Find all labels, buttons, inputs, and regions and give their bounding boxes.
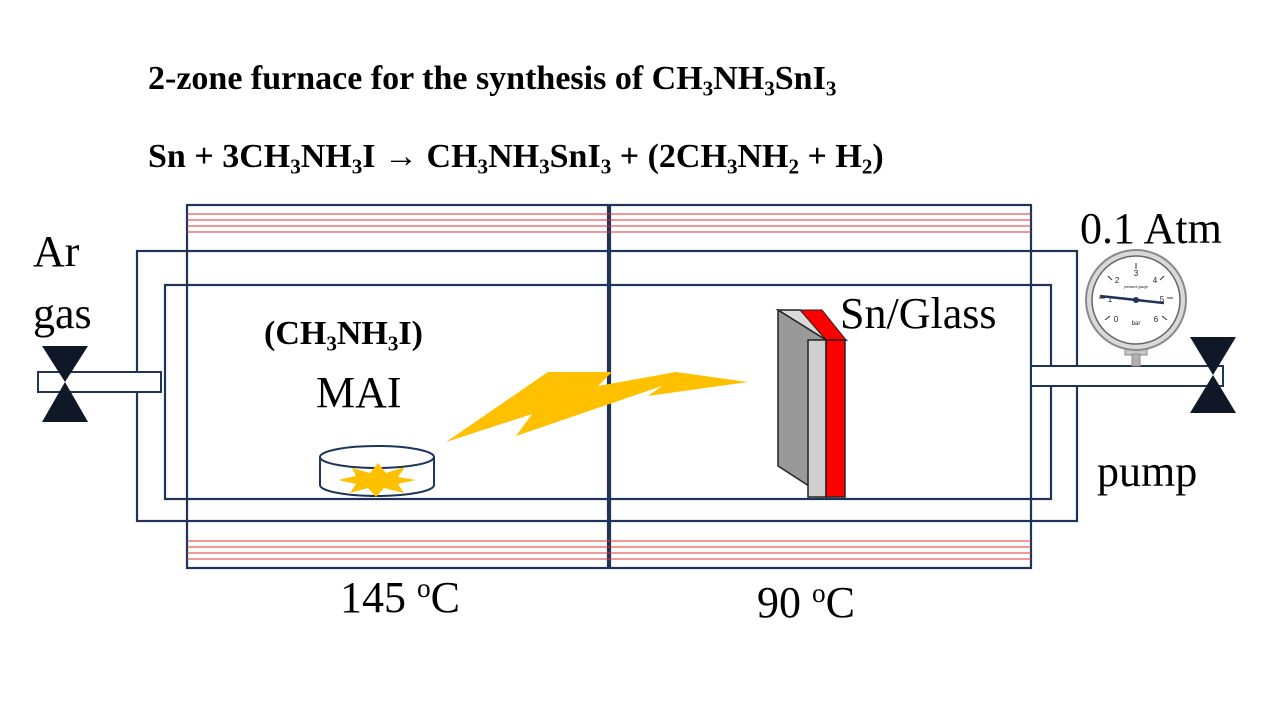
gauge-tick-2: 2 bbox=[1115, 276, 1120, 285]
gauge-brand: pressure gauge bbox=[1124, 285, 1148, 289]
inlet-valve-icon bbox=[42, 346, 88, 422]
gauge-unit: bar bbox=[1132, 321, 1141, 327]
heater-coils-bottom bbox=[187, 540, 1031, 560]
inlet-pipe bbox=[37, 371, 162, 393]
mai-crucible-icon bbox=[319, 445, 435, 497]
pump-label: pump bbox=[1097, 447, 1198, 496]
zone2-temperature: 90 oC bbox=[757, 578, 855, 627]
pressure-label: 0.1 Atm bbox=[1080, 204, 1222, 253]
ar-gas-label: Ar gas bbox=[33, 227, 92, 338]
outlet-pipe bbox=[1030, 365, 1224, 387]
gauge-tick-1: 1 bbox=[1108, 295, 1113, 304]
zone1-temperature: 145 oC bbox=[340, 573, 460, 622]
vapor-arrow-icon bbox=[446, 372, 748, 442]
mai-formula-label: (CH3NH3I) bbox=[264, 315, 423, 356]
gauge-tick-6: 6 bbox=[1154, 315, 1159, 324]
substrate-label: Sn/Glass bbox=[840, 289, 997, 338]
gauge-tick-0: 0 bbox=[1114, 315, 1119, 324]
reaction-equation: Sn + 3CH3NH3I → CH3NH3SnI3 + (2CH3NH2 + … bbox=[148, 138, 884, 179]
sn-glass-substrate-icon bbox=[775, 308, 849, 499]
gauge-tick-5: 5 bbox=[1160, 295, 1165, 304]
gauge-tick-4: 4 bbox=[1153, 276, 1158, 285]
outlet-valve-icon bbox=[1190, 337, 1236, 413]
gauge-tick-3: 3 bbox=[1134, 269, 1139, 278]
heater-coils-top bbox=[187, 213, 1031, 233]
mai-label: MAI bbox=[316, 368, 402, 417]
pressure-gauge-icon: 0 1 2 3 4 5 6 pressure gauge bar bbox=[1085, 249, 1187, 367]
diagram-title: 2-zone furnace for the synthesis of CH3N… bbox=[148, 60, 837, 101]
